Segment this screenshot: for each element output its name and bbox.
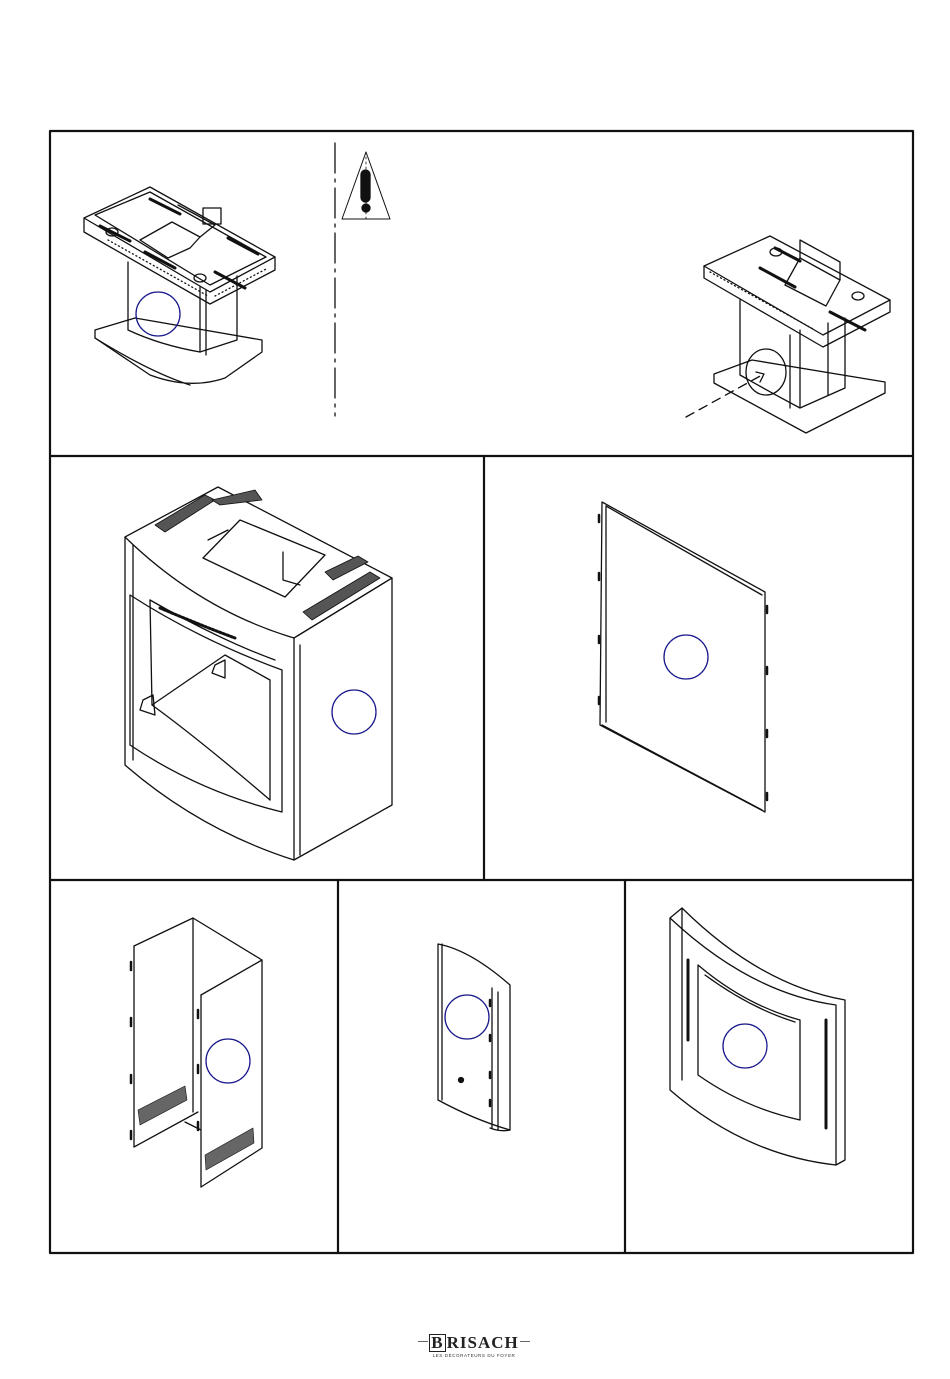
base-assembly-left	[84, 187, 275, 385]
brand-name: RISACH	[447, 1333, 519, 1352]
callout-circle	[136, 292, 180, 336]
warning-exclamation-icon	[342, 152, 390, 219]
callout-circle	[664, 635, 708, 679]
brand-initial: B	[429, 1334, 445, 1352]
side-panels-drawing	[131, 918, 262, 1187]
callout-circle	[206, 1039, 250, 1083]
callout-circle	[445, 995, 489, 1039]
back-panel-drawing	[599, 502, 767, 812]
front-frame-drawing	[670, 908, 845, 1165]
panel-grid	[50, 131, 913, 1253]
curved-side-panel-drawing	[438, 944, 510, 1131]
stove-casing-drawing	[125, 487, 392, 860]
base-assembly-right	[686, 236, 890, 433]
callout-circle	[723, 1024, 767, 1068]
callout-circle	[332, 690, 376, 734]
brand-tagline: LES DÉCORATEURS DU FOYER	[418, 1353, 530, 1359]
